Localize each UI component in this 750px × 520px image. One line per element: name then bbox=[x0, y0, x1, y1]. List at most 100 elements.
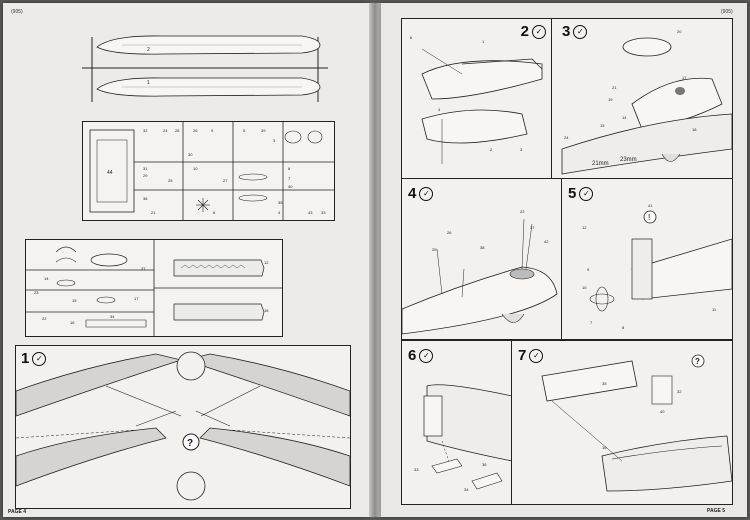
svg-text:?: ? bbox=[187, 438, 193, 449]
step-5-number: 5✓ bbox=[568, 185, 594, 202]
svg-text:25: 25 bbox=[168, 178, 173, 183]
svg-text:33: 33 bbox=[414, 467, 419, 472]
svg-text:34: 34 bbox=[110, 314, 115, 319]
check-icon: ✓ bbox=[419, 186, 434, 201]
svg-text:35: 35 bbox=[278, 200, 283, 205]
right-page-code: (905) bbox=[721, 9, 733, 15]
svg-text:15: 15 bbox=[600, 123, 605, 128]
svg-text:7: 7 bbox=[590, 320, 593, 325]
svg-text:32: 32 bbox=[143, 128, 148, 133]
svg-text:40: 40 bbox=[288, 184, 293, 189]
svg-text:38: 38 bbox=[480, 245, 485, 250]
svg-text:33: 33 bbox=[321, 210, 326, 215]
svg-text:12: 12 bbox=[264, 260, 269, 265]
step-7-panel: 7✓ ? 35 40 32 16 bbox=[511, 340, 733, 505]
step-4-number: 4✓ bbox=[408, 185, 434, 202]
svg-text:26: 26 bbox=[193, 128, 198, 133]
svg-text:10: 10 bbox=[193, 166, 198, 171]
svg-text:5: 5 bbox=[243, 128, 246, 133]
svg-text:3: 3 bbox=[273, 138, 276, 143]
svg-text:17: 17 bbox=[134, 296, 139, 301]
check-icon: ✓ bbox=[529, 348, 544, 363]
svg-text:34: 34 bbox=[464, 487, 469, 492]
svg-text:24: 24 bbox=[163, 128, 168, 133]
svg-text:4: 4 bbox=[278, 210, 281, 215]
svg-text:36: 36 bbox=[482, 462, 487, 467]
svg-text:26: 26 bbox=[447, 230, 452, 235]
step-5-panel: 5✓ ! 12 41 9 10 7 8 11 bbox=[561, 178, 733, 340]
step-3-number: 3✓ bbox=[562, 23, 588, 40]
hull-sprue: 2 1 bbox=[82, 27, 328, 110]
check-icon: ✓ bbox=[419, 348, 434, 363]
check-icon: ✓ bbox=[532, 24, 546, 39]
step-2-number: 2✓ bbox=[521, 23, 546, 40]
svg-text:14: 14 bbox=[44, 276, 49, 281]
svg-text:30: 30 bbox=[188, 152, 193, 157]
step-7-number: 7✓ bbox=[518, 347, 544, 364]
svg-text:?: ? bbox=[695, 357, 700, 366]
book-spine bbox=[369, 3, 381, 517]
svg-text:2: 2 bbox=[490, 147, 493, 152]
svg-text:28: 28 bbox=[175, 128, 180, 133]
step-4-panel: 4✓ 26 25 38 22 37 42 bbox=[401, 178, 563, 340]
svg-text:18: 18 bbox=[692, 127, 697, 132]
svg-text:31: 31 bbox=[143, 166, 148, 171]
left-page-footer: PAGE 4 bbox=[8, 509, 26, 515]
svg-text:23: 23 bbox=[34, 290, 39, 295]
check-icon: ✓ bbox=[573, 24, 588, 39]
svg-text:21: 21 bbox=[151, 210, 156, 215]
svg-text:10: 10 bbox=[582, 285, 587, 290]
small-parts-sprue: 44 32 24 28 26 9 5 39 3 30 31 10 bbox=[82, 121, 335, 221]
svg-text:6: 6 bbox=[410, 35, 413, 40]
step-3-panel: 3✓ 21mm 23mm 20 21 19 17 18 14 15 24 bbox=[551, 18, 733, 180]
svg-text:8: 8 bbox=[288, 166, 291, 171]
hull-part-2-label: 2 bbox=[147, 47, 150, 53]
svg-text:12: 12 bbox=[582, 225, 587, 230]
svg-text:3: 3 bbox=[520, 147, 523, 152]
svg-text:37: 37 bbox=[530, 225, 535, 230]
hull-part-1-label: 1 bbox=[147, 80, 150, 86]
svg-text:6: 6 bbox=[213, 210, 216, 215]
left-page-code: (905) bbox=[11, 9, 23, 15]
right-page: (905) 2✓ 6 1 4 2 3 3✓ 21mm bbox=[381, 3, 747, 517]
svg-text:29: 29 bbox=[143, 173, 148, 178]
svg-text:37: 37 bbox=[141, 266, 146, 271]
svg-text:11: 11 bbox=[712, 307, 717, 312]
step-2-panel: 2✓ 6 1 4 2 3 bbox=[401, 18, 553, 180]
svg-text:8: 8 bbox=[622, 325, 625, 330]
check-icon: ✓ bbox=[32, 351, 47, 366]
left-page: (905) 2 1 44 bbox=[3, 3, 369, 517]
svg-text:14: 14 bbox=[622, 115, 627, 120]
svg-text:20: 20 bbox=[677, 29, 682, 34]
svg-text:32: 32 bbox=[677, 389, 682, 394]
svg-text:25: 25 bbox=[432, 247, 437, 252]
svg-text:21mm: 21mm bbox=[592, 161, 609, 167]
step-1-panel: 1✓ ? bbox=[15, 345, 351, 509]
svg-text:17: 17 bbox=[682, 75, 687, 80]
svg-text:15: 15 bbox=[72, 298, 77, 303]
svg-text:21: 21 bbox=[612, 85, 617, 90]
svg-text:35: 35 bbox=[602, 381, 607, 386]
svg-text:4: 4 bbox=[438, 107, 441, 112]
tower-parts-sprue: 37 14 23 15 17 12 22 16 34 18 bbox=[25, 239, 283, 337]
svg-text:41: 41 bbox=[648, 203, 653, 208]
svg-text:9: 9 bbox=[211, 128, 214, 133]
svg-text:27: 27 bbox=[223, 178, 228, 183]
svg-text:!: ! bbox=[648, 213, 650, 222]
svg-text:22: 22 bbox=[520, 209, 525, 214]
check-icon: ✓ bbox=[579, 186, 594, 201]
step-1-number: 1✓ bbox=[21, 350, 47, 367]
svg-text:42: 42 bbox=[544, 239, 549, 244]
svg-text:16: 16 bbox=[70, 320, 75, 325]
svg-text:9: 9 bbox=[587, 267, 590, 272]
step-6-panel: 6✓ 33 34 36 bbox=[401, 340, 513, 505]
svg-text:44: 44 bbox=[107, 170, 113, 176]
svg-text:1: 1 bbox=[482, 39, 485, 44]
svg-text:7: 7 bbox=[288, 176, 291, 181]
svg-text:18: 18 bbox=[264, 308, 269, 313]
svg-text:19: 19 bbox=[608, 97, 613, 102]
svg-text:16: 16 bbox=[602, 445, 607, 450]
svg-text:23mm: 23mm bbox=[620, 157, 637, 163]
svg-text:36: 36 bbox=[143, 196, 148, 201]
svg-text:24: 24 bbox=[564, 135, 569, 140]
